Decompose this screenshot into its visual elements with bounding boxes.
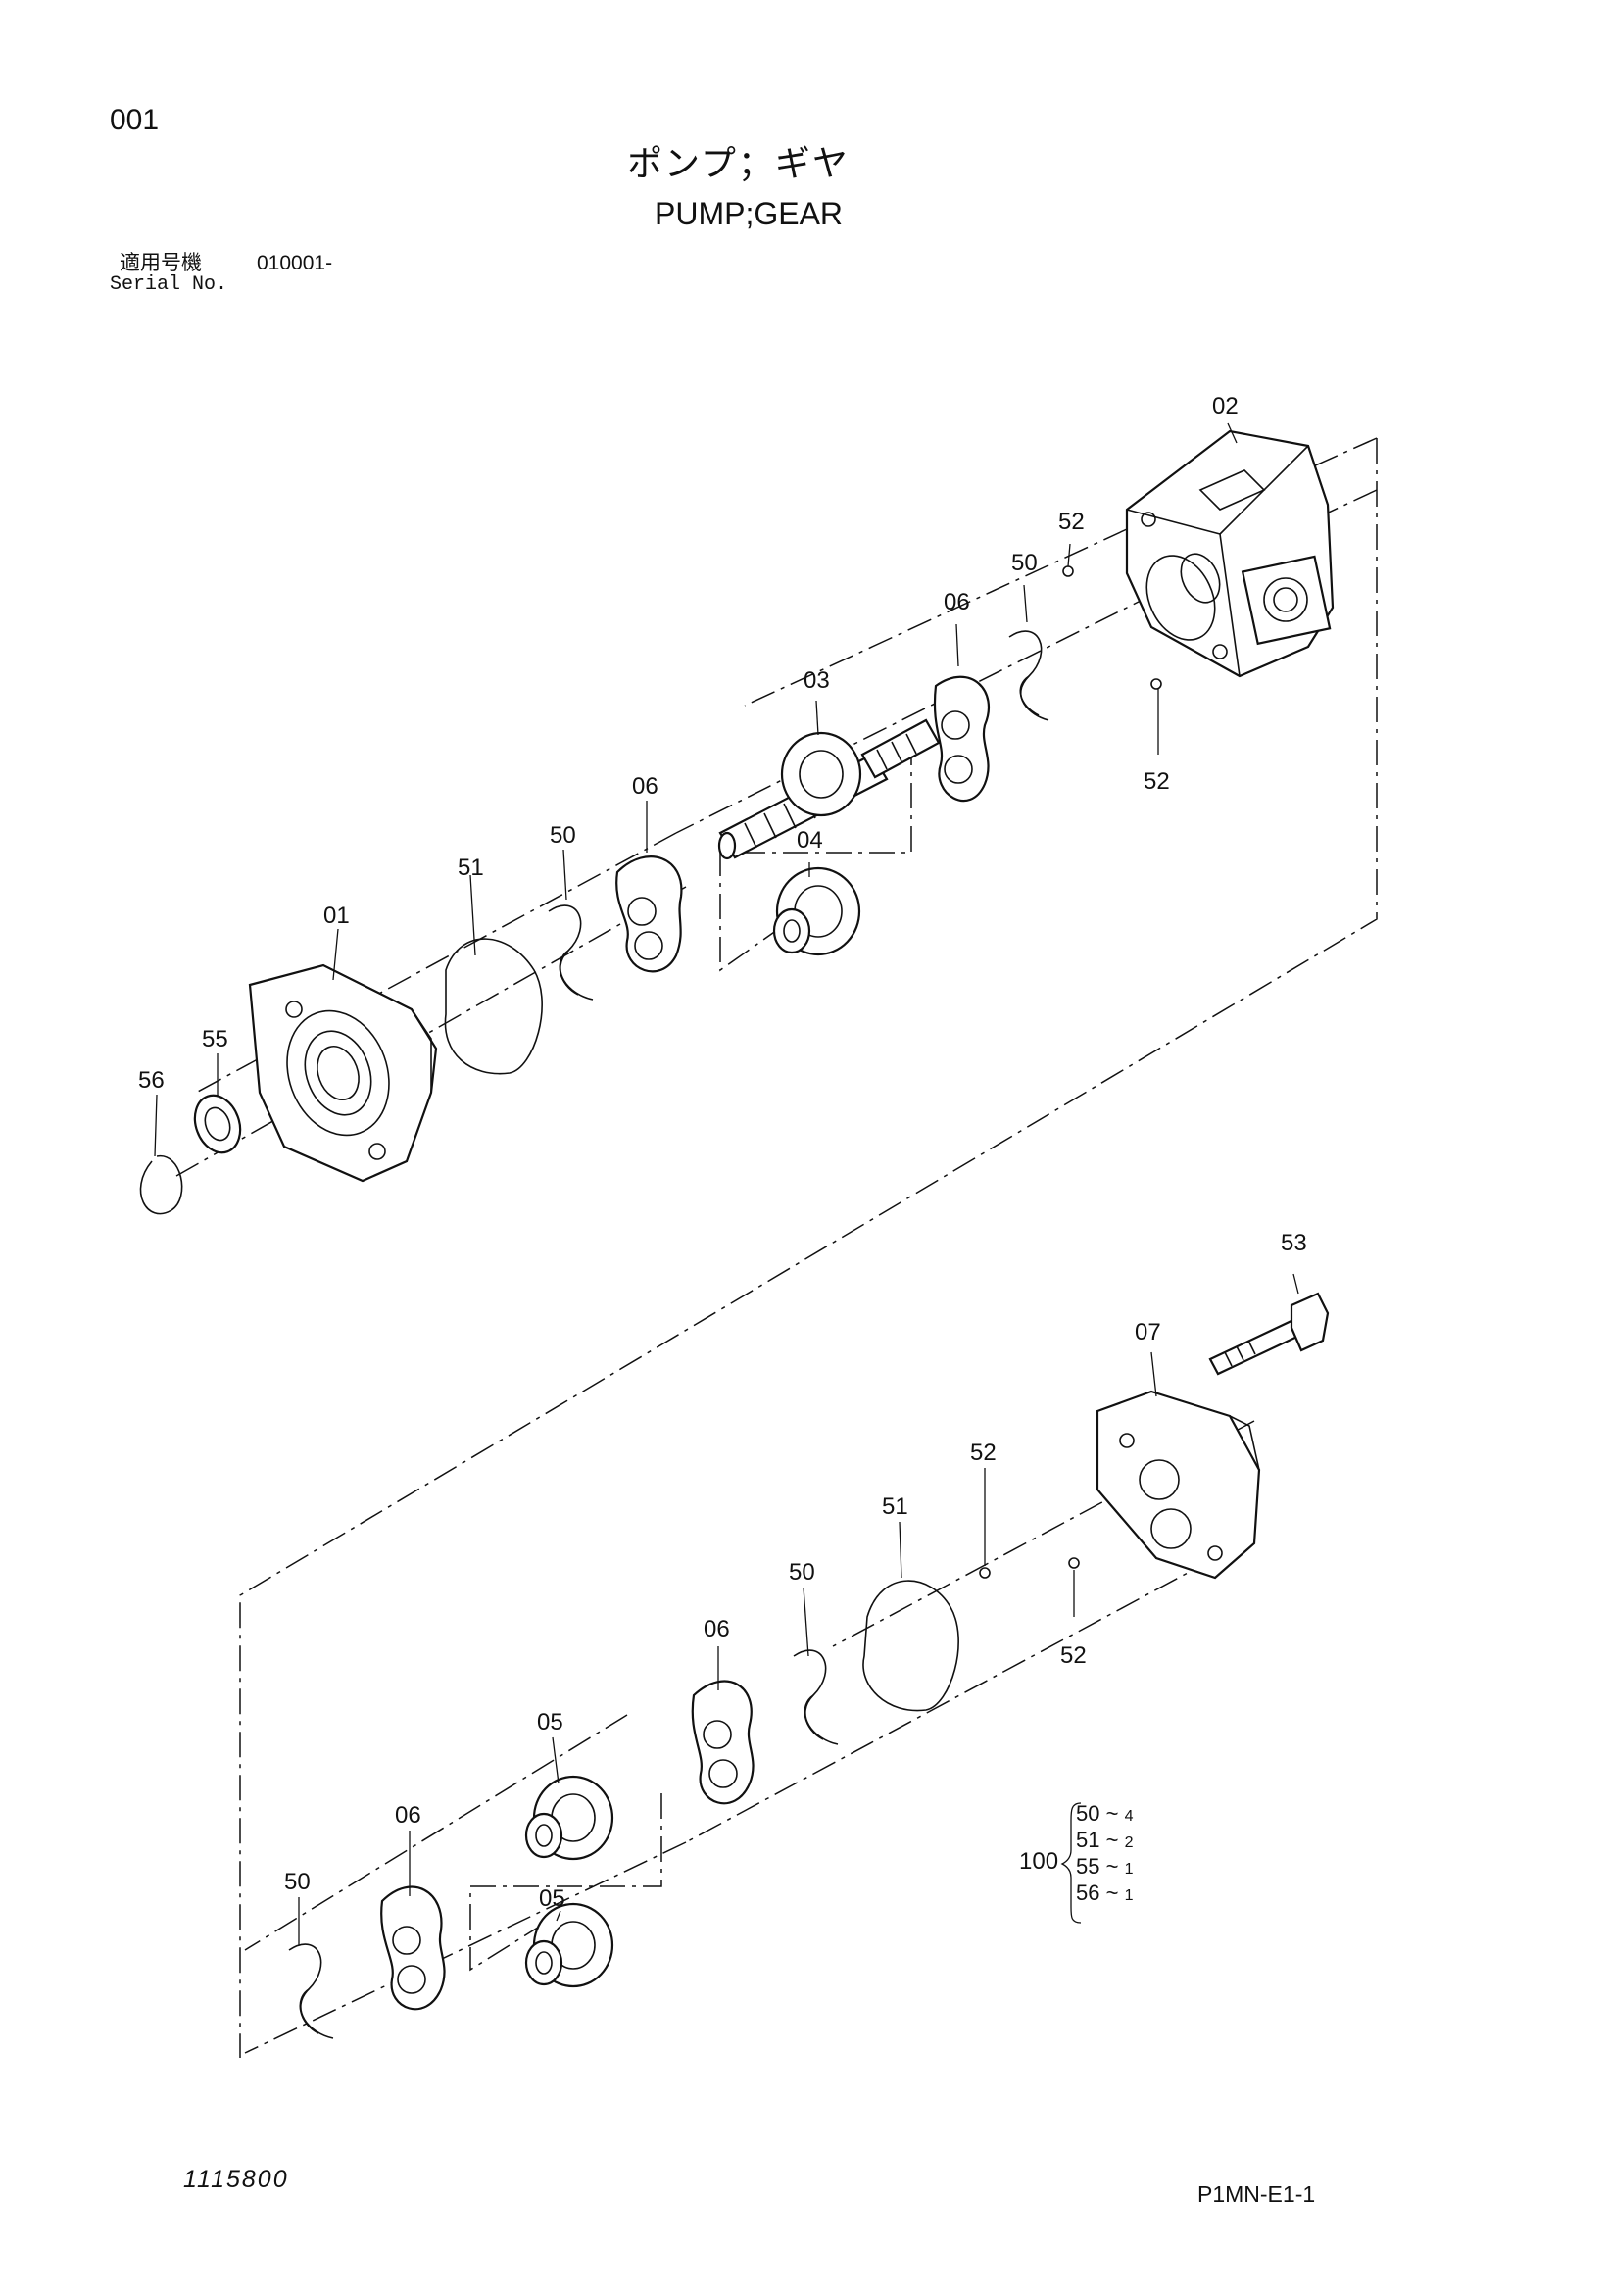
part-52-pin-upper-b xyxy=(1150,678,1162,690)
part-03-shaft-drawing xyxy=(717,718,941,860)
callout-50-upper-left: 50 xyxy=(550,822,576,849)
callout-52-lower-a: 52 xyxy=(970,1440,997,1466)
callouts: 02 52 52 50 06 03 04 06 50 51 01 55 56 5… xyxy=(138,393,1307,1912)
part-52-pin-lower-a xyxy=(979,1567,991,1579)
callout-52-upper-b: 52 xyxy=(1144,768,1170,795)
sheet-number: 001 xyxy=(110,104,160,136)
callout-07: 07 xyxy=(1135,1319,1161,1345)
document-number: 1115800 xyxy=(183,2166,289,2193)
page-code: P1MN-E1-1 xyxy=(1197,2181,1316,2207)
part-51-oring-lower xyxy=(862,1580,959,1712)
part-06-plate-upper-left xyxy=(615,855,683,973)
callout-02: 02 xyxy=(1212,393,1239,419)
callout-51-lower: 51 xyxy=(882,1493,908,1520)
part-50-ring-lower-left xyxy=(288,1943,334,2039)
part-07-cover-drawing xyxy=(1096,1390,1261,1580)
kit-item: 51 ~ 2 xyxy=(1076,1828,1134,1852)
callout-52-lower-b: 52 xyxy=(1060,1642,1087,1669)
part-52-pin-upper-a xyxy=(1062,565,1074,577)
callout-52-upper-a: 52 xyxy=(1058,509,1085,535)
callout-05-upper: 05 xyxy=(537,1709,563,1735)
callout-56: 56 xyxy=(138,1067,165,1094)
kit-number: 100 xyxy=(1019,1848,1059,1875)
assembly-axes xyxy=(175,437,1378,2058)
callout-53: 53 xyxy=(1281,1230,1307,1256)
part-06-plate-lower-left xyxy=(380,1885,446,2011)
part-55-seal-drawing xyxy=(193,1094,242,1154)
part-52-pin-lower-b xyxy=(1068,1557,1080,1569)
callout-50-lower-right: 50 xyxy=(789,1559,815,1586)
serial-value: 010001- xyxy=(257,252,333,274)
callout-04: 04 xyxy=(797,827,823,854)
part-51-oring-upper xyxy=(444,938,543,1075)
kit-item: 56 ~ 1 xyxy=(1076,1881,1134,1905)
title-english: PUMP;GEAR xyxy=(655,196,844,231)
serial-label-english: Serial No. xyxy=(110,273,228,296)
title-japanese: ポンプ；ギヤ xyxy=(627,144,850,184)
callout-50-lower-left: 50 xyxy=(284,1869,311,1895)
part-04-gear-drawing xyxy=(772,866,861,956)
part-56-snapring-drawing xyxy=(139,1155,183,1215)
part-50-ring-lower-right xyxy=(793,1649,839,1745)
part-02-body-drawing xyxy=(1125,429,1335,678)
callout-50-upper-right: 50 xyxy=(1011,550,1038,576)
kit-brace xyxy=(1060,1802,1082,1924)
part-50-ring-upper-right xyxy=(1008,630,1049,721)
part-53-bolt-drawing xyxy=(1208,1292,1330,1376)
callout-01: 01 xyxy=(323,903,350,929)
leader-lines xyxy=(154,422,1299,1945)
callout-06-upper-left: 06 xyxy=(632,773,658,800)
callout-06-lower-right: 06 xyxy=(704,1616,730,1642)
callout-06-upper-right: 06 xyxy=(944,589,970,615)
serial-label-japanese: 適用号機 xyxy=(120,251,202,274)
part-06-plate-lower-right xyxy=(691,1680,755,1805)
callout-03: 03 xyxy=(804,667,830,694)
part-05-gear-lower xyxy=(524,1902,614,1988)
part-50-ring-upper-left xyxy=(548,904,594,1001)
kit-item: 55 ~ 1 xyxy=(1076,1854,1134,1879)
part-01-flange-drawing xyxy=(248,963,438,1183)
part-05-gear-upper xyxy=(524,1775,614,1861)
part-06-plate-upper-right xyxy=(933,675,991,803)
callout-55: 55 xyxy=(202,1026,228,1052)
kit-item: 50 ~ 4 xyxy=(1076,1801,1134,1826)
callout-05-lower: 05 xyxy=(539,1885,565,1912)
callout-51-upper: 51 xyxy=(458,855,484,881)
callout-06-lower-left: 06 xyxy=(395,1802,421,1829)
